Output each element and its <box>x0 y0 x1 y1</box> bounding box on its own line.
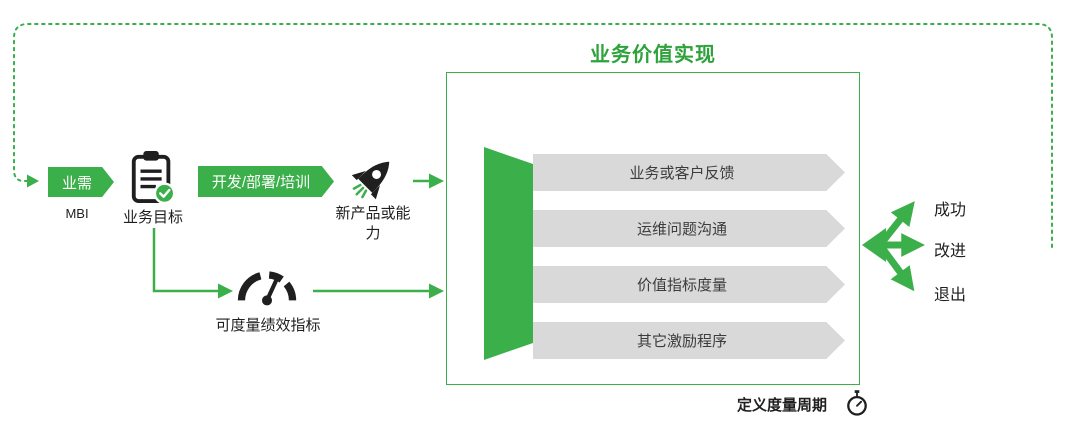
outcome-improve: 改进 <box>934 243 967 260</box>
rocket-icon <box>351 161 390 200</box>
fanout-arrows <box>862 201 926 292</box>
measurable-kpi-label: 可度量绩效指标 <box>215 317 321 334</box>
dev-deploy-train-banner: 开发/部署/培训 <box>198 166 334 197</box>
panel-item-label: 业务或客户反馈 <box>629 165 735 182</box>
panel-item-other-incentives: 其它激励程序 <box>533 322 845 359</box>
business-goal-label: 业务目标 <box>122 209 183 226</box>
clipboard-icon <box>131 151 176 205</box>
panel-title: 业务价值实现 <box>590 44 716 66</box>
dev-deploy-train-label: 开发/部署/培训 <box>211 174 311 191</box>
outcome-success: 成功 <box>934 202 967 219</box>
panel-item-label: 价值指标度量 <box>636 277 727 294</box>
start-demand-label: 业需 <box>61 174 92 192</box>
panel-green-wedge <box>484 147 533 360</box>
start-demand-pentagon: 业需 <box>48 167 114 197</box>
panel-item-label: 其它激励程序 <box>636 333 727 350</box>
panel-item-feedback: 业务或客户反馈 <box>533 154 845 191</box>
loop-arrowhead-icon <box>27 174 39 188</box>
fanout-left-arrowhead-icon <box>862 228 886 262</box>
outcome-exit: 退出 <box>934 287 967 304</box>
mbi-label: MBI <box>65 206 89 221</box>
gauge-icon <box>237 271 297 306</box>
panel-item-label: 运维问题沟通 <box>636 221 727 238</box>
new-capability-label: 新产品或能力 <box>335 205 411 242</box>
panel-item-ops-communication: 运维问题沟通 <box>533 210 845 247</box>
measurement-cycle-label: 定义度量周期 <box>737 397 828 414</box>
arrow-goal-to-gauge <box>152 228 233 299</box>
stopwatch-icon <box>847 390 867 416</box>
panel-item-value-metrics: 价值指标度量 <box>533 266 845 303</box>
feedback-loop-dashed-border <box>13 23 1053 248</box>
